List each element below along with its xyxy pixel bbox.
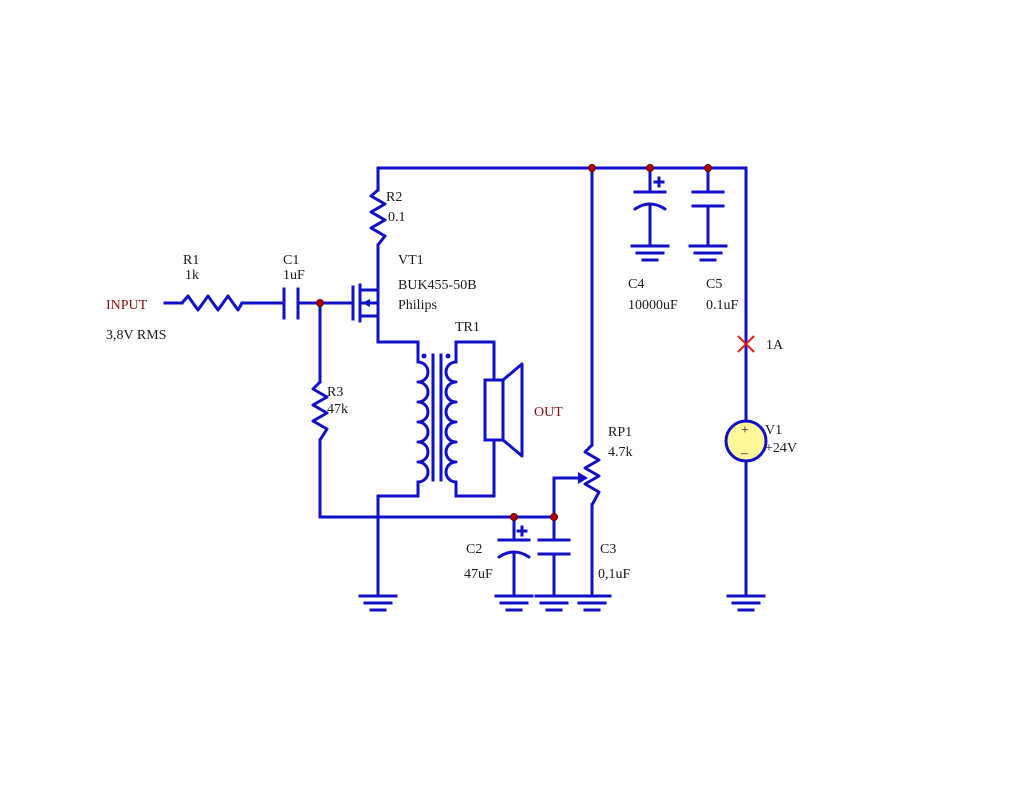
r1-value: 1k (185, 268, 199, 283)
c3-ref: C3 (600, 542, 616, 557)
c1-capacitor-icon[interactable] (282, 287, 300, 320)
c4-electrolytic-capacitor-icon[interactable] (633, 176, 667, 211)
c4-ref: C4 (628, 277, 644, 292)
vt1-part: BUK455-50B (398, 278, 477, 293)
r2-ref: R2 (386, 190, 402, 205)
junction-dot-icon (510, 513, 518, 521)
c3-capacitor-icon[interactable] (537, 538, 571, 556)
ground-icon (630, 244, 670, 262)
tr1-transformer-icon[interactable] (416, 340, 458, 498)
ground-icon (726, 594, 766, 612)
c5-ref: C5 (706, 277, 722, 292)
v1-voltage-source-icon[interactable]: + – (724, 419, 768, 463)
c5-capacitor-icon[interactable] (691, 190, 725, 208)
rp1-potentiometer-icon[interactable] (576, 443, 601, 507)
c2-ref: C2 (466, 542, 482, 557)
r1-ref: R1 (183, 253, 199, 268)
rp1-value: 4.7k (608, 445, 633, 460)
ground-icon (534, 594, 574, 612)
wires (163, 166, 748, 598)
out-label: OUT (534, 405, 563, 420)
ground-icon (688, 244, 728, 262)
c3-value: 0,1uF (598, 567, 631, 582)
c2-electrolytic-capacitor-icon[interactable] (497, 525, 531, 559)
r2-value: 0.1 (388, 210, 406, 225)
junction-dot-icon (704, 164, 712, 172)
tr1-ref: TR1 (455, 320, 480, 335)
r3-ref: R3 (327, 385, 343, 400)
v1-value: +24V (765, 441, 797, 456)
c5-value: 0.1uF (706, 298, 739, 313)
junction-dot-icon (316, 299, 324, 307)
r1-resistor-icon[interactable] (180, 294, 244, 312)
vt1-ref: VT1 (398, 253, 424, 268)
v1-ref: V1 (765, 423, 782, 438)
v1-minus-sign: – (740, 446, 749, 461)
v1-plus-sign: + (741, 423, 749, 438)
rp1-ref: RP1 (608, 425, 632, 440)
speaker-icon[interactable] (483, 362, 524, 458)
c1-ref: C1 (283, 253, 299, 268)
r3-resistor-icon[interactable] (311, 380, 329, 442)
junction-dot-icon (588, 164, 596, 172)
fuse-value: 1A (766, 338, 784, 353)
junction-dot-icon (550, 513, 558, 521)
c2-value: 47uF (464, 567, 493, 582)
vt1-mosfet-icon[interactable] (343, 283, 380, 323)
ground-icon (572, 594, 612, 612)
fuse-marker-icon[interactable] (737, 335, 755, 353)
vt1-manufacturer: Philips (398, 298, 437, 313)
junction-dot-icon (646, 164, 654, 172)
ground-icon (494, 594, 534, 612)
c4-value: 10000uF (628, 298, 678, 313)
r2-resistor-icon[interactable] (369, 188, 387, 247)
input-level: 3,8V RMS (106, 328, 166, 343)
c1-value: 1uF (283, 268, 305, 283)
ground-icon (358, 594, 398, 612)
input-label: INPUT (106, 298, 148, 313)
r3-value: 47k (327, 402, 348, 417)
